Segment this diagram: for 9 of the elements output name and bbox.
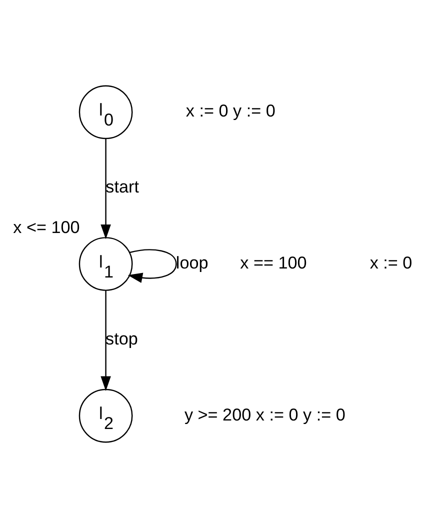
label: y >= 200 x := 0 y := 0 xyxy=(184,404,346,424)
label: x == 100 xyxy=(240,252,307,273)
label: x := 0 xyxy=(370,252,412,273)
arrow xyxy=(128,249,177,283)
arrow xyxy=(100,290,111,391)
label: x := 0 y := 0 xyxy=(186,100,276,121)
edge-label: loop xyxy=(176,252,208,273)
arrow xyxy=(100,138,111,240)
node-label: x <= 100 xyxy=(13,217,80,238)
